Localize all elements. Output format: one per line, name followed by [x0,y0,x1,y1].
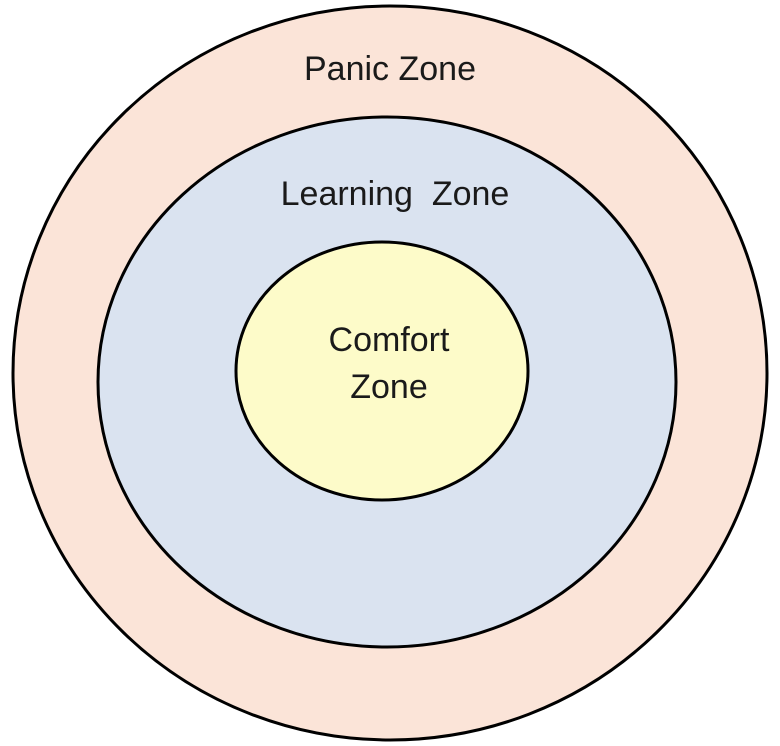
learning-zone-label: Learning Zone [281,175,510,213]
comfort-zone-label-line2: Zone [350,368,428,406]
comfort-zone-circle [234,240,530,502]
panic-zone-label: Panic Zone [304,50,476,88]
comfort-zone-label-line1: Comfort [329,321,450,359]
